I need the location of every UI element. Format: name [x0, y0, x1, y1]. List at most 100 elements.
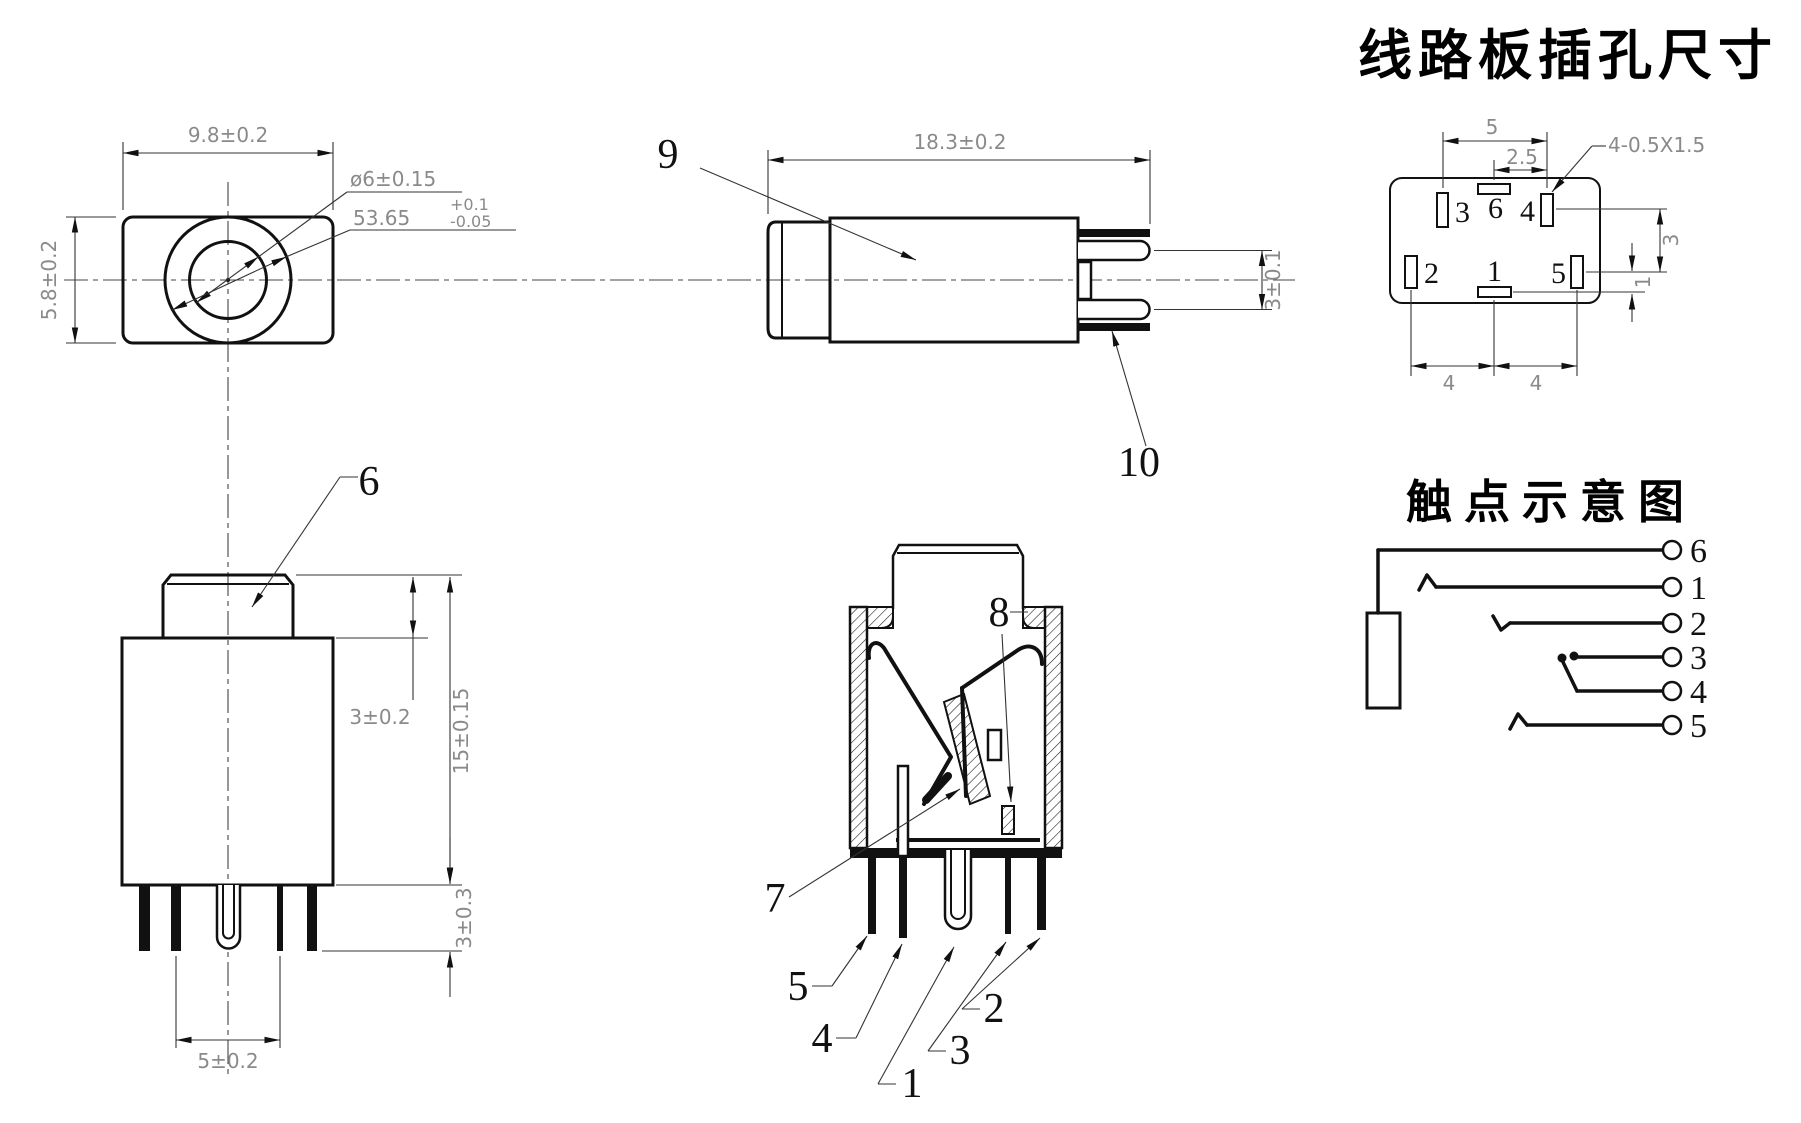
dim-text-pitch-right: 4 [1530, 371, 1543, 395]
leader-pin4 [855, 943, 903, 1039]
front-pin-d [277, 885, 283, 951]
section-pin-4-upper [896, 764, 910, 858]
balloon-pin1: 1 [902, 1061, 923, 1107]
section-pin-5 [868, 858, 876, 934]
leader-6 [251, 476, 341, 608]
pcb-view: 3 6 4 2 1 5 5 2.5 4-0.5X1.5 3 1 4 4 [1389, 115, 1705, 395]
section-pin-1-inner [950, 850, 966, 920]
pad-5 [1570, 255, 1584, 289]
bushing-outline [161, 573, 295, 638]
section-pin-1 [943, 850, 973, 931]
dim-text-total: 15±0.15 [449, 688, 473, 775]
body-right-step [1076, 260, 1093, 301]
side-view: 18.3±0.2 3±0.1 9 10 [658, 130, 1286, 486]
contact-block-lower [1001, 805, 1015, 835]
pcb-title: 线路板插孔尺寸 [1358, 26, 1778, 86]
dim-text-span: 5 [1486, 115, 1499, 139]
leader-7 [788, 788, 961, 898]
balloon-9: 9 [658, 132, 679, 178]
contact-diagram: 6 1 2 3 4 5 [1365, 533, 1707, 745]
balloon-10: 10 [1118, 440, 1160, 486]
terminal-5-circle [1661, 714, 1683, 736]
pad-label-3: 3 [1455, 196, 1470, 229]
dim-text-offset: 1 [1631, 276, 1655, 289]
switch-pivot-dot [1557, 653, 1567, 663]
dim-text-row: 3 [1659, 234, 1683, 247]
pad-2 [1404, 255, 1418, 289]
dim-text-slots: 4-0.5X1.5 [1608, 133, 1705, 157]
section-bushing [891, 543, 1025, 609]
terminal-1-label: 1 [1690, 570, 1707, 607]
pad-4 [1540, 193, 1554, 227]
balloon-6: 6 [359, 459, 380, 505]
terminal-4-label: 4 [1690, 674, 1707, 711]
section-view: 7 8 5 4 1 3 2 [765, 543, 1064, 1107]
pad-label-5: 5 [1551, 257, 1566, 290]
terminal-6-circle [1661, 539, 1683, 561]
leader-9 [699, 167, 917, 261]
balloon-7: 7 [765, 876, 786, 922]
housing-wall-right [1043, 605, 1064, 850]
front-pin-center-inner [222, 885, 235, 940]
spring-left [866, 641, 953, 806]
dim-text-pitch: 5±0.2 [197, 1049, 258, 1073]
leader-pin1 [877, 946, 955, 1085]
dim-text-pin-gap: 3±0.1 [1261, 249, 1285, 310]
leader-10 [1111, 330, 1147, 447]
actuator-section [942, 692, 992, 806]
front-pin-e [307, 885, 317, 951]
balloon-pin5: 5 [788, 964, 809, 1010]
dim-text-length: 18.3±0.2 [913, 130, 1006, 154]
leader-slots [1551, 145, 1593, 193]
pad-6 [1477, 183, 1511, 195]
switch-arm [1560, 658, 1579, 693]
pad-label-2: 2 [1424, 257, 1439, 290]
cavity-corner-radii [867, 609, 1045, 629]
dim-text-pin-length: 3±0.3 [452, 887, 476, 948]
pad-label-4: 4 [1520, 195, 1535, 228]
pin-round-bottom [1078, 298, 1151, 321]
dim-text-half: 2.5 [1506, 145, 1538, 169]
dim-text-outer: 53.65 [353, 206, 410, 230]
dim-text-width: 9.8±0.2 [188, 123, 268, 147]
dim-text-tol-minus: -0.05 [450, 212, 491, 231]
leader-8 [1001, 633, 1014, 803]
section-pin-4 [899, 856, 907, 938]
contact-title: 触点示意图 [1406, 476, 1696, 528]
balloon-pin3: 3 [950, 1028, 971, 1074]
dim-text-bushing: 3±0.2 [349, 705, 410, 729]
spring-right-upper [960, 644, 1044, 690]
front-pin-a [139, 885, 150, 951]
pcb-outline [1389, 177, 1601, 304]
front-view: 6 3±0.2 15±0.15 3±0.3 5±0.2 [120, 459, 476, 1073]
terminal-3-label: 3 [1690, 640, 1707, 677]
plug-body-symbol [1365, 611, 1402, 710]
terminal-1-circle [1661, 576, 1683, 598]
housing-wall-left [848, 605, 869, 850]
dim-text-pitch-left: 4 [1443, 371, 1456, 395]
leader-pin3 [927, 941, 1007, 1052]
balloon-pin4: 4 [812, 1016, 833, 1062]
pad-1 [1477, 286, 1512, 298]
dim-text-height: 5.8±0.2 [37, 240, 61, 320]
pin-round-top [1078, 239, 1151, 262]
terminal-3-circle [1661, 646, 1683, 668]
contact-block-upper [986, 728, 1003, 762]
front-pin-b [171, 885, 181, 951]
section-pin-2 [1037, 858, 1046, 930]
terminal-2-label: 2 [1690, 606, 1707, 643]
terminal-5-label: 5 [1690, 708, 1707, 745]
pad-label-6: 6 [1488, 192, 1503, 225]
pin-flat-top [1078, 229, 1150, 237]
leader-pin2 [961, 937, 1041, 1010]
dim-text-tol-plus: +0.1 [450, 195, 489, 214]
pin-flat-bottom [1078, 323, 1150, 331]
balloon-pin2: 2 [984, 986, 1005, 1032]
dim-text-inner-dia: ø6±0.15 [350, 167, 436, 191]
spring-contact-tip [922, 772, 952, 804]
terminal-4-circle [1661, 680, 1683, 702]
top-view: 9.8±0.2 5.8±0.2 ø6±0.15 53.65 +0.1 -0.05 [37, 123, 516, 345]
outer-diameter-arrows [171, 256, 287, 311]
